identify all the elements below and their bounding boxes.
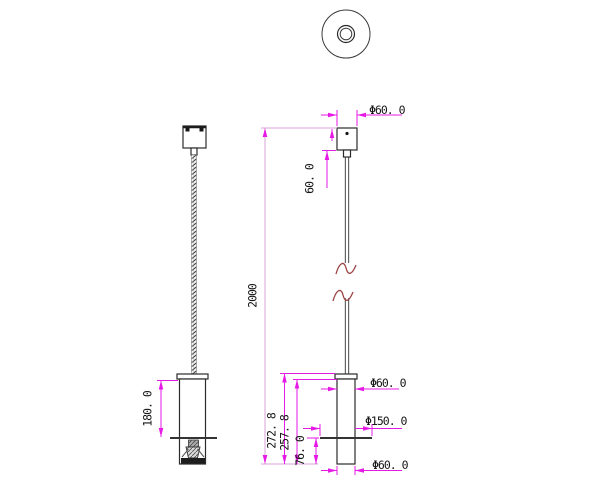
cable-hole-inner-circle bbox=[339, 27, 353, 41]
dim-disc-diameter: Φ150. 0 bbox=[303, 414, 409, 436]
arrowhead-up-icon bbox=[313, 438, 319, 447]
suspension-cable-braided bbox=[191, 154, 197, 375]
arrowhead-down-icon bbox=[282, 455, 287, 464]
dim-label-body-height: 257. 8 bbox=[278, 414, 292, 451]
arrowhead-up-icon bbox=[158, 380, 164, 390]
lamp-base-plate bbox=[181, 458, 205, 464]
lamp-body bbox=[336, 378, 356, 465]
cable-hole-ring-icon bbox=[336, 24, 356, 44]
arrowhead-left-icon bbox=[355, 386, 364, 392]
dim-label-total-height: 272. 8 bbox=[265, 412, 279, 449]
arrowhead-down-icon bbox=[262, 455, 268, 464]
side-view: 180. 0 bbox=[141, 125, 217, 465]
arrowhead-up-icon bbox=[282, 373, 287, 383]
dim-side-body-height: 180. 0 bbox=[141, 380, 178, 437]
top-view bbox=[321, 9, 371, 59]
arrowhead-down-icon bbox=[158, 428, 164, 437]
canopy-screw bbox=[345, 131, 349, 136]
canopy-outline bbox=[336, 127, 358, 151]
cable-gland bbox=[190, 147, 198, 156]
cable-gland bbox=[342, 149, 352, 158]
dim-label-canopy-diameter: Φ60. 0 bbox=[369, 103, 406, 117]
lamp-cap bbox=[334, 373, 358, 380]
arrowhead-up-icon bbox=[262, 128, 268, 137]
reflector-left-edge bbox=[181, 448, 189, 458]
arrowhead-down-icon bbox=[313, 455, 319, 464]
dim-label-side-body-height: 180. 0 bbox=[141, 390, 155, 427]
reflector-right-edge bbox=[197, 448, 205, 458]
dim-disc-to-bottom: 76. 0 bbox=[293, 435, 319, 466]
arrowhead-up-icon bbox=[324, 151, 330, 160]
dim-label-disc-diameter: Φ150. 0 bbox=[365, 414, 408, 428]
dim-label-body-top-diameter: Φ60. 0 bbox=[370, 376, 407, 390]
break-mark-lower-icon bbox=[332, 289, 354, 302]
dim-label-canopy-height: 60. 0 bbox=[303, 163, 317, 194]
arrowhead-up-icon bbox=[294, 379, 300, 389]
lamp-cap bbox=[176, 373, 209, 380]
bulb-socket-hatch bbox=[188, 440, 199, 447]
dim-label-cable-length: 2000 bbox=[246, 283, 260, 308]
arrowhead-right-icon bbox=[328, 386, 337, 392]
dim-cable-length: 2000 bbox=[246, 127, 337, 465]
front-view: Φ60. 0 60. 0 2000 272. 8 bbox=[246, 103, 410, 475]
dim-label-disc-to-bottom: 76. 0 bbox=[293, 435, 307, 466]
arrowhead-left-icon bbox=[357, 112, 366, 118]
canopy-screw-right bbox=[199, 127, 204, 132]
arrowhead-right-icon bbox=[363, 426, 372, 431]
arrowhead-up-icon bbox=[329, 129, 335, 138]
arrowhead-right-icon bbox=[328, 468, 337, 473]
dim-body-bottom-diameter: Φ60. 0 bbox=[321, 458, 410, 475]
canopy-outline-circle bbox=[321, 9, 371, 59]
dim-body-height: 257. 8 bbox=[278, 379, 337, 464]
dim-canopy-height: 60. 0 bbox=[303, 127, 336, 194]
bulb-hatch bbox=[186, 447, 200, 458]
dim-body-top-diameter: Φ60. 0 bbox=[321, 376, 408, 392]
break-mark-upper-icon bbox=[335, 262, 357, 275]
arrowhead-left-icon bbox=[355, 468, 364, 473]
dim-total-height: 272. 8 bbox=[265, 373, 335, 464]
dim-canopy-diameter: Φ60. 0 bbox=[321, 103, 407, 126]
arrowhead-right-icon bbox=[311, 426, 320, 431]
arrowhead-down-icon bbox=[294, 455, 300, 464]
arrowhead-right-icon bbox=[328, 112, 337, 118]
canopy-screw-left bbox=[185, 127, 190, 132]
dim-label-body-bottom-diameter: Φ60. 0 bbox=[372, 458, 409, 472]
